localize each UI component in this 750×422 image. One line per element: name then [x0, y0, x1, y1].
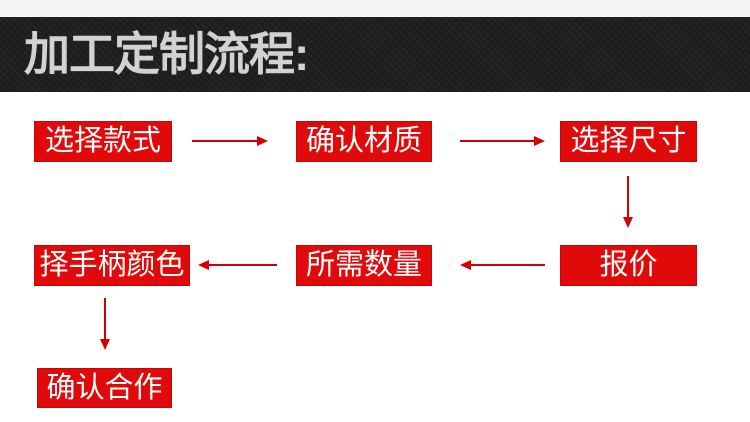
arrow-down-icon	[623, 176, 633, 228]
flow-step-quotation: 报价	[560, 245, 697, 286]
arrow-left-icon	[460, 260, 545, 270]
arrow-right-icon	[460, 136, 545, 146]
flow-step-choose-handle-color: 择手柄颜色	[34, 245, 190, 286]
arrow-down-icon	[100, 298, 110, 350]
flow-step-confirm-cooperation: 确认合作	[37, 368, 172, 408]
title-banner: 加工定制流程:	[0, 17, 750, 92]
page-title: 加工定制流程:	[24, 27, 309, 80]
flow-step-required-quantity: 所需数量	[296, 245, 432, 286]
flow-step-confirm-material: 确认材质	[296, 121, 432, 162]
arrow-left-icon	[198, 260, 277, 270]
flow-step-select-size: 选择尺寸	[560, 121, 697, 162]
top-strip	[0, 0, 750, 17]
flow-step-select-style: 选择款式	[34, 121, 172, 162]
arrow-right-icon	[192, 136, 268, 146]
